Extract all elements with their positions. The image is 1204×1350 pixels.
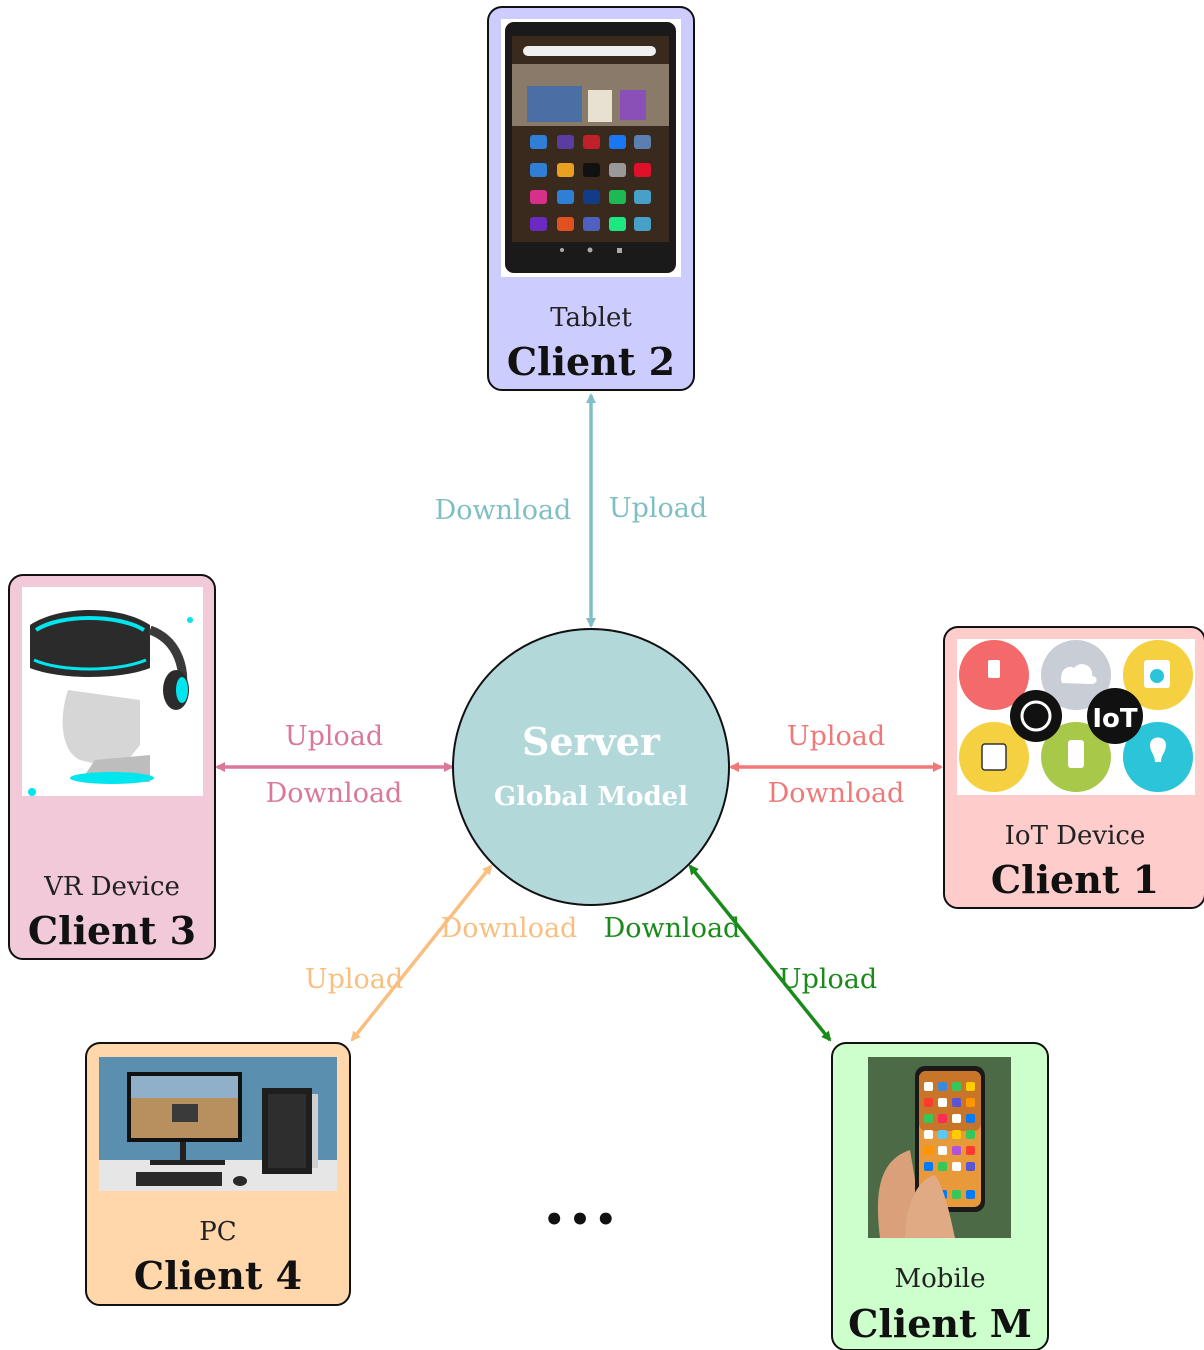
link-c4-download-label: Download — [441, 913, 578, 944]
client-4-device: PC — [199, 1217, 236, 1247]
client-1-card: IoT IoT Device Client 1 — [943, 626, 1204, 909]
more-clients-ellipsis: ••• — [543, 1200, 620, 1240]
client-4-name: Client 4 — [134, 1253, 302, 1298]
client-4-card: PC Client 4 — [85, 1042, 351, 1306]
client-3-device: VR Device — [43, 872, 180, 902]
link-c2-download-label: Download — [435, 495, 572, 526]
pc-image — [99, 1057, 337, 1191]
client-1-name: Client 1 — [991, 857, 1159, 902]
mobile-image — [868, 1057, 1011, 1238]
client-2-device: Tablet — [550, 303, 632, 333]
client-m-card: Mobile Client M — [831, 1042, 1049, 1350]
link-c4-upload-label: Upload — [305, 964, 403, 995]
link-c2-upload-label: Upload — [609, 493, 707, 524]
vr-headset-image — [22, 587, 203, 796]
client-m-name: Client M — [848, 1301, 1032, 1346]
iot-logo-text: IoT — [1092, 704, 1138, 734]
client-3-card: VR Device Client 3 — [8, 574, 216, 960]
link-c1-download-label: Download — [768, 778, 905, 809]
iot-image: IoT — [957, 639, 1195, 795]
server-node: Server Global Model — [452, 628, 730, 906]
client-2-name: Client 2 — [507, 339, 675, 384]
client-3-name: Client 3 — [28, 908, 196, 953]
link-c4-arrow — [350, 864, 493, 1042]
client-1-device: IoT Device — [1005, 821, 1146, 851]
link-cm-upload-label: Upload — [779, 964, 877, 995]
client-m-device: Mobile — [895, 1264, 986, 1294]
link-c3-upload-label: Upload — [285, 721, 383, 752]
server-subtitle: Global Model — [494, 782, 688, 812]
link-c1-upload-label: Upload — [787, 721, 885, 752]
link-cm-arrow — [688, 864, 832, 1042]
tablet-image — [501, 19, 681, 277]
link-cm-download-label: Download — [604, 913, 741, 944]
client-2-card: Tablet Client 2 — [487, 6, 695, 391]
server-title: Server — [522, 719, 661, 764]
link-c3-download-label: Download — [266, 778, 403, 809]
